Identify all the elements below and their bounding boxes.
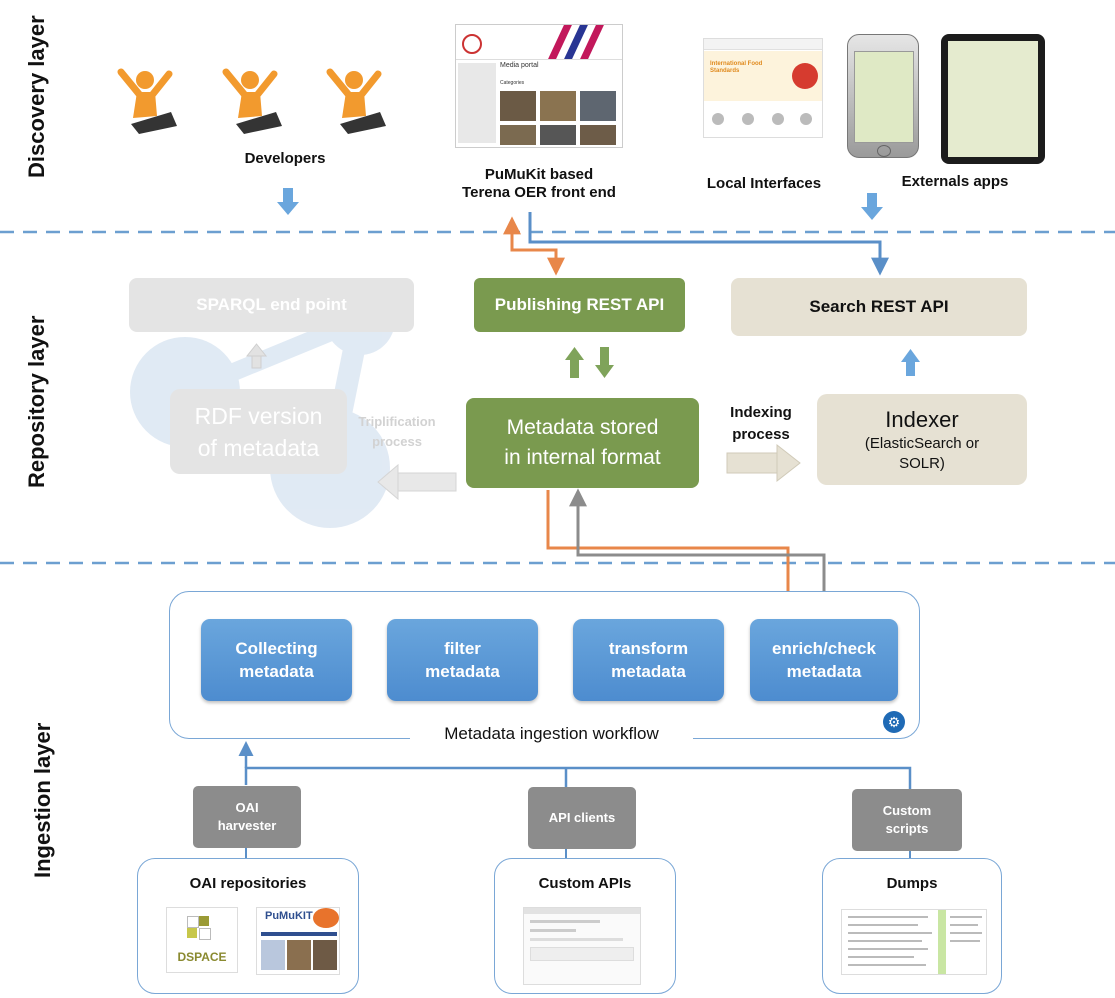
custom-scripts[interactable]: Custom scripts xyxy=(852,789,962,851)
dspace-logo: DSPACE xyxy=(166,907,238,973)
developer-figure-icon xyxy=(111,64,183,136)
collecting-line1: Collecting xyxy=(235,639,318,658)
metadata-line2: in internal format xyxy=(504,446,661,469)
pumukit-caption-line1: PuMuKit based xyxy=(484,166,594,183)
filter-line2: metadata xyxy=(425,662,500,681)
api-clients[interactable]: API clients xyxy=(528,787,636,849)
metadata-line1: Metadata stored xyxy=(506,416,659,439)
ingestion-layer-label: Ingestion layer xyxy=(30,722,55,878)
workflow-label: Metadata ingestion workflow xyxy=(410,720,693,748)
oai-repositories-title: OAI repositories xyxy=(189,875,307,892)
oai-repositories-box: OAI repositories DSPACE PuMuKIT xyxy=(137,858,359,994)
transform-line2: metadata xyxy=(611,662,686,681)
dumps-box: Dumps xyxy=(822,858,1002,994)
indexing-arrow xyxy=(726,443,801,483)
custom-api-screenshot xyxy=(523,907,641,985)
sources-feed-line xyxy=(244,766,912,790)
custom-scripts-line1: Custom xyxy=(882,803,932,818)
filter-line1: filter xyxy=(444,639,481,658)
enrich-check-metadata-step[interactable]: enrich/check metadata xyxy=(750,619,898,701)
search-to-frontend-arrow xyxy=(528,212,889,276)
rdf-version-box: RDF version of metadata xyxy=(170,389,347,474)
external-apps-caption: Externals apps xyxy=(901,173,1009,190)
indexing-line1: Indexing xyxy=(730,404,792,421)
phone-icon xyxy=(847,34,919,158)
triplification-label: Triplification process xyxy=(352,412,442,452)
food-standards-title: International Food Standards xyxy=(710,61,763,74)
pumukit-logo-text: PuMuKIT xyxy=(265,910,313,922)
portal-categories: Categories xyxy=(500,80,525,86)
publishing-sync-arrows xyxy=(565,347,614,378)
enrich-output-arrow xyxy=(569,488,826,617)
dumps-file-list xyxy=(841,909,987,975)
local-interface-screenshot: International Food Standards xyxy=(703,38,823,138)
dumps-title: Dumps xyxy=(886,875,938,892)
dspace-text: DSPACE xyxy=(177,950,227,964)
metadata-store-box: Metadata stored in internal format xyxy=(466,398,699,488)
indexing-process-label: Indexing process xyxy=(715,402,807,446)
oai-harvester-line2: harvester xyxy=(217,818,277,833)
custom-apis-title: Custom APIs xyxy=(538,875,632,892)
triplification-arrow xyxy=(377,463,457,501)
collecting-line2: metadata xyxy=(239,662,314,681)
rdf-line1: RDF version xyxy=(194,402,323,429)
discovery-layer-label: Discovery layer xyxy=(24,15,49,178)
collecting-metadata-step[interactable]: Collecting metadata xyxy=(201,619,352,701)
custom-scripts-line2: scripts xyxy=(885,821,929,836)
pumukit-portal-screenshot: Media portal Categories xyxy=(455,24,623,148)
indexing-line2: process xyxy=(732,426,790,443)
publishing-rest-api[interactable]: Publishing REST API xyxy=(474,278,685,332)
custom-apis-box: Custom APIs xyxy=(494,858,676,994)
enrich-line2: metadata xyxy=(786,662,862,681)
pumukit-caption-line2: Terena OER front end xyxy=(462,184,616,201)
oai-harvester-line1: OAI xyxy=(235,800,259,815)
gear-icon[interactable]: ⚙ xyxy=(883,711,905,733)
portal-title: Media portal xyxy=(500,62,539,69)
tablet-icon xyxy=(941,34,1045,164)
external-apps-arrow xyxy=(861,193,883,220)
indexer-box: Indexer (ElasticSearch or SOLR) xyxy=(817,394,1027,485)
triplification-line1: Triplification xyxy=(358,414,436,429)
local-interfaces-caption: Local Interfaces xyxy=(706,175,822,192)
developers-arrow xyxy=(277,188,299,215)
oai-harvester[interactable]: OAI harvester xyxy=(193,786,301,848)
enrich-input-arrow xyxy=(546,490,797,621)
indexer-title: Indexer xyxy=(885,406,959,432)
search-rest-api[interactable]: Search REST API xyxy=(731,278,1027,336)
rdf-up-arrow xyxy=(245,343,268,369)
enrich-line1: enrich/check xyxy=(772,639,876,658)
developers-caption: Developers xyxy=(244,150,326,167)
publish-to-frontend-arrow xyxy=(503,216,565,276)
filter-metadata-step[interactable]: filter metadata xyxy=(387,619,538,701)
transform-line1: transform xyxy=(608,639,689,658)
indexer-line2: SOLR) xyxy=(899,454,945,472)
triplification-line2: process xyxy=(372,434,422,449)
pumukit-repository-screenshot: PuMuKIT xyxy=(256,907,340,975)
repository-layer-label: Repository layer xyxy=(24,315,49,488)
developer-figure-icon xyxy=(320,64,392,136)
rdf-line2: of metadata xyxy=(197,434,320,461)
indexer-up-arrow xyxy=(901,349,920,376)
developer-figure-icon xyxy=(216,64,288,136)
sparql-endpoint[interactable]: SPARQL end point xyxy=(129,278,414,332)
transform-metadata-step[interactable]: transform metadata xyxy=(573,619,724,701)
indexer-line1: (ElasticSearch or xyxy=(864,434,980,452)
